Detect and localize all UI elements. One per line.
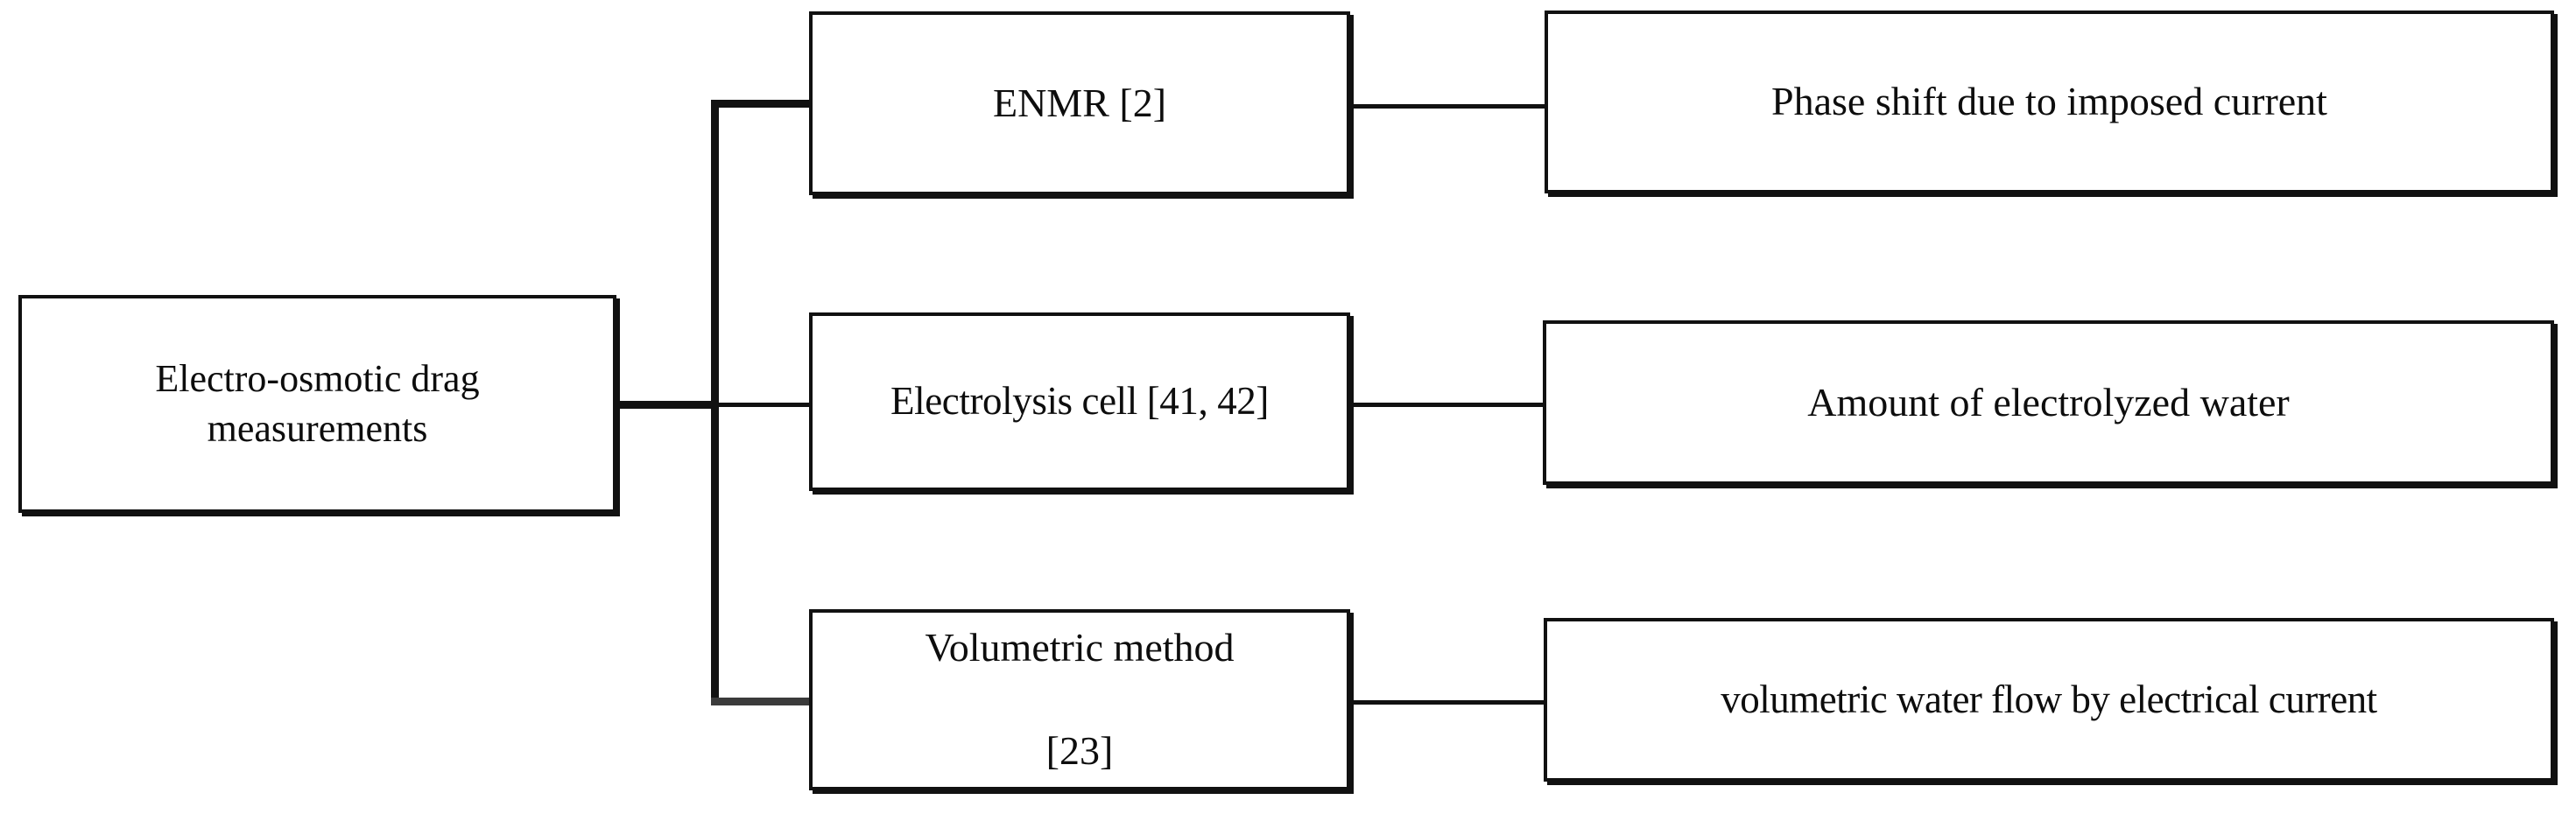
connector-root-to-trunk xyxy=(613,401,719,409)
node-observable-volumetric-water-flow-label: volumetric water flow by electrical curr… xyxy=(1721,677,2377,721)
connector-trunk-to-enmr xyxy=(711,100,813,108)
node-method-volumetric[interactable]: Volumetric method [23] xyxy=(809,609,1350,790)
node-method-volumetric-label: Volumetric method [23] xyxy=(925,625,1235,773)
connector-enmr-to-phase-shift xyxy=(1348,104,1548,109)
node-observable-volumetric-water-flow[interactable]: volumetric water flow by electrical curr… xyxy=(1544,618,2554,782)
node-method-electrolysis-cell-label: Electrolysis cell [41, 42] xyxy=(890,379,1269,424)
connector-electrolysis-cell-to-amount xyxy=(1348,403,1548,407)
node-root-label: Electro-osmotic drag measurements xyxy=(155,357,480,450)
node-observable-phase-shift[interactable]: Phase shift due to imposed current xyxy=(1545,11,2554,193)
node-method-enmr[interactable]: ENMR [2] xyxy=(809,11,1350,195)
node-observable-phase-shift-label: Phase shift due to imposed current xyxy=(1771,79,2327,124)
connector-trunk-to-volumetric xyxy=(711,698,813,705)
node-root-electro-osmotic-drag-measurements[interactable]: Electro-osmotic drag measurements xyxy=(18,295,616,513)
connector-volumetric-to-water-flow xyxy=(1348,700,1548,705)
node-method-enmr-label: ENMR [2] xyxy=(992,80,1167,125)
node-method-electrolysis-cell[interactable]: Electrolysis cell [41, 42] xyxy=(809,312,1350,491)
connector-trunk-to-electrolysis-cell xyxy=(714,403,812,407)
node-observable-amount-electrolyzed-water[interactable]: Amount of electrolyzed water xyxy=(1543,320,2554,485)
node-observable-amount-electrolyzed-water-label: Amount of electrolyzed water xyxy=(1807,379,2290,425)
